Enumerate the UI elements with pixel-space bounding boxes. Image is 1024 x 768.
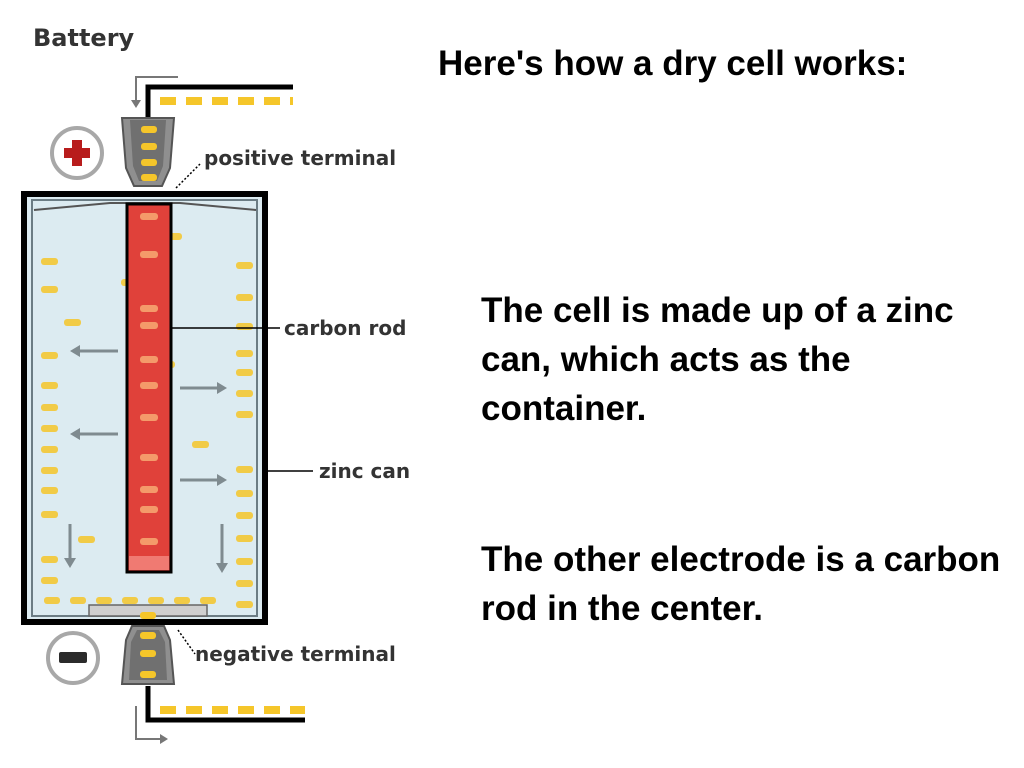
slide-paragraph-2: The other electrode is a carbon rod in t… [481, 540, 1001, 628]
electron-dots [41, 233, 253, 608]
battery-diagram: Battery [21, 24, 410, 744]
leader-lines [171, 163, 313, 655]
current-arrow-icon [131, 76, 178, 108]
label-zinc-can: zinc can [319, 459, 410, 483]
slide-heading: Here's how a dry cell works: [438, 44, 908, 83]
carbon-rod [125, 202, 173, 574]
minus-icon [46, 631, 100, 685]
arrow-icons [64, 345, 228, 573]
label-carbon-rod: carbon rod [284, 316, 406, 340]
label-negative-terminal: negative terminal [195, 642, 396, 666]
label-positive-terminal: positive terminal [204, 146, 396, 170]
positive-terminal-cap [120, 117, 176, 187]
bottom-wire [145, 686, 305, 723]
current-arrow-icon [135, 706, 168, 744]
diagram-title: Battery [33, 24, 135, 52]
slide-paragraph-1: The cell is made up of a zinc can, which… [481, 291, 954, 428]
negative-terminal-cap [120, 612, 176, 685]
plus-icon [50, 126, 104, 180]
top-wire [145, 84, 293, 118]
